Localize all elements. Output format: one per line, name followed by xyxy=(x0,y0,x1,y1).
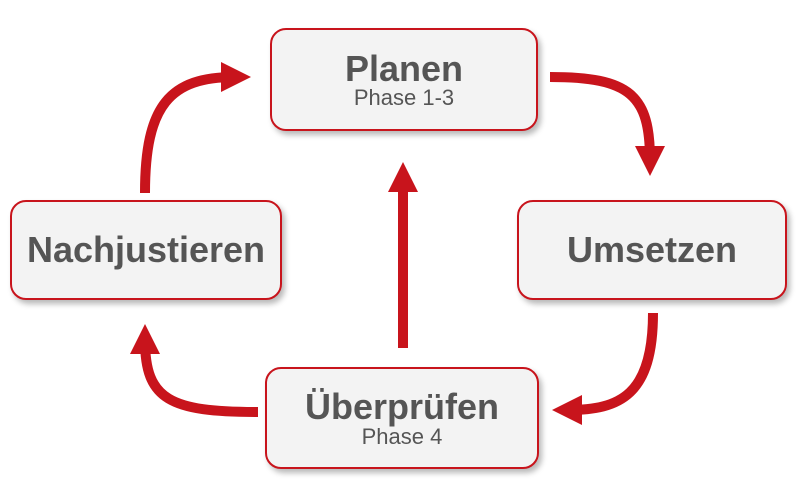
node-nachjustieren: Nachjustieren xyxy=(10,200,282,300)
node-ueberpruefen: Überprüfen Phase 4 xyxy=(265,367,539,469)
arrow-implement-to-review xyxy=(552,312,658,425)
node-subtitle: Phase 4 xyxy=(361,423,443,449)
node-umsetzen: Umsetzen xyxy=(517,200,787,300)
arrow-plan-to-implement xyxy=(549,72,665,176)
node-title: Nachjustieren xyxy=(26,229,266,271)
arrow-review-to-adjust xyxy=(130,324,259,417)
node-planen: Planen Phase 1-3 xyxy=(270,28,538,131)
node-title: Überprüfen xyxy=(304,386,499,428)
node-subtitle: Phase 1-3 xyxy=(353,85,455,111)
node-title: Planen xyxy=(344,47,464,89)
node-title: Umsetzen xyxy=(566,229,738,271)
arrow-adjust-to-plan xyxy=(140,62,251,194)
